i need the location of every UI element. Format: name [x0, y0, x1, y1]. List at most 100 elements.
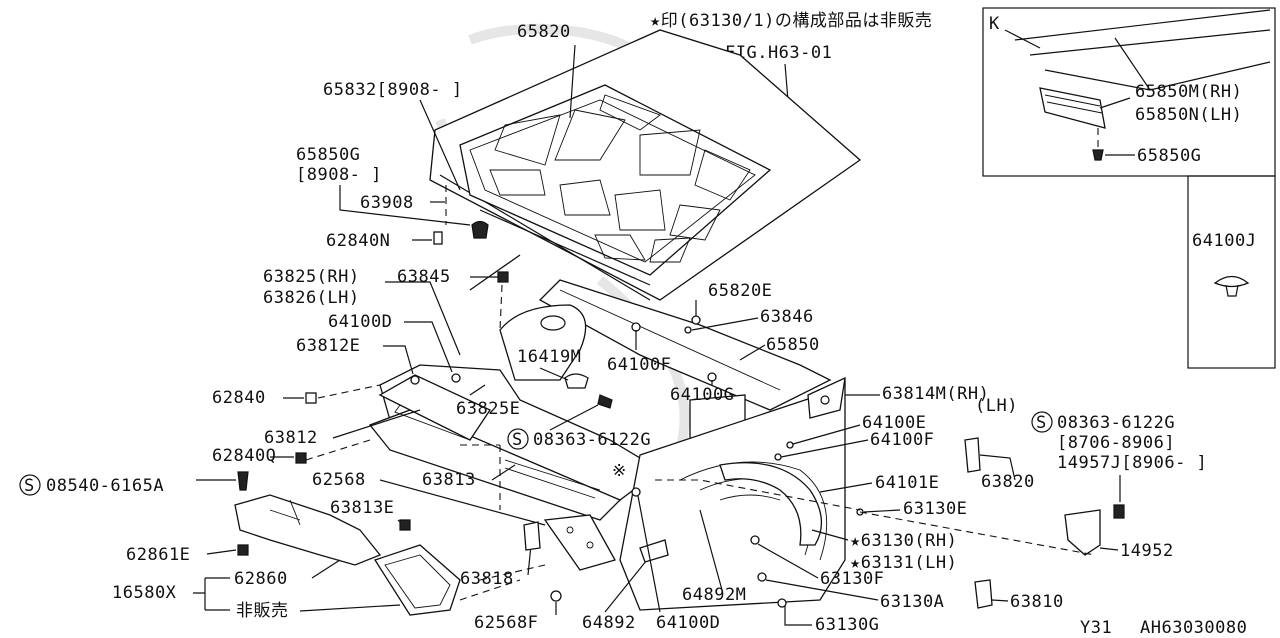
- label-62568f: 62568F: [474, 613, 538, 633]
- label-63820: 63820: [981, 472, 1035, 492]
- label-63825e: 63825E: [456, 399, 520, 419]
- label-64892: 64892: [582, 613, 636, 633]
- label-63814m: 63814M(RH): [882, 384, 989, 404]
- label-08363-date: [8706-8906]: [1057, 433, 1175, 453]
- s-symbol-right-icon: [1031, 411, 1053, 433]
- label-64100e: 64100E: [862, 413, 926, 433]
- bolt-08363-right-part: [1113, 504, 1125, 519]
- label-63826: 63826(LH): [263, 288, 360, 308]
- s-symbol-mid: S: [512, 430, 523, 450]
- label-65850g: 65850G: [296, 145, 360, 165]
- label-65850g-date: [8908- ]: [296, 165, 382, 185]
- clip-63812e-part: [410, 375, 420, 385]
- label-63814m-lh: (LH): [975, 396, 1018, 416]
- label-08363-right: 08363-6122G: [1057, 413, 1175, 433]
- label-63825: 63825(RH): [263, 267, 360, 287]
- label-64100j: 64100J: [1192, 231, 1256, 251]
- label-63131: ★63131(LH): [850, 553, 957, 573]
- label-62860: 62860: [234, 569, 288, 589]
- clip-64100e-part: [786, 441, 794, 449]
- fig-reference: FIG.H63-01: [725, 43, 832, 63]
- bracket-64892-part: [639, 539, 669, 563]
- s-symbol-icon: [507, 428, 529, 450]
- label-63130e: 63130E: [903, 499, 967, 519]
- s-symbol-left-icon: [19, 474, 41, 496]
- bumper-62840n-part: [433, 231, 443, 245]
- label-08363-mid: 08363-6122G: [533, 430, 651, 450]
- label-14952: 14952: [1120, 541, 1174, 561]
- label-63818: 63818: [460, 569, 514, 589]
- clip-65850g-part: [1092, 149, 1104, 161]
- label-63130: ★63130(RH): [850, 531, 957, 551]
- clip-64100g-part: [707, 372, 717, 382]
- weatherstrip-part: [1039, 87, 1106, 129]
- clip-64100j-part: [1213, 275, 1250, 288]
- bracket-63810-part: [974, 579, 993, 609]
- bracket-63814m-part: [807, 376, 846, 419]
- bracket-63820-part: [964, 437, 981, 473]
- bolt-08540-part: [237, 471, 249, 491]
- clip-63130f-part: [750, 535, 760, 545]
- washer-tank-part: [499, 304, 587, 381]
- bracket-14952-part: [1064, 509, 1101, 556]
- label-63812e: 63812E: [296, 336, 360, 356]
- bracket-62568-part: [543, 514, 616, 571]
- label-08540: 08540-6165A: [46, 476, 164, 496]
- air-duct-62860-part: [234, 494, 382, 566]
- clip-64100f-right-part: [774, 453, 782, 461]
- clip-63813e-part: [399, 519, 411, 531]
- hose-16419m-part: [564, 373, 589, 389]
- footer-code: AH63030080: [1140, 618, 1247, 638]
- s-symbol-right: S: [1036, 413, 1047, 433]
- label-65820e: 65820E: [708, 281, 772, 301]
- label-62861e: 62861E: [126, 545, 190, 565]
- clip-63130g-part: [777, 598, 787, 608]
- reference-mark: ※: [612, 461, 627, 481]
- label-62568: 62568: [312, 470, 366, 490]
- clip-62840q-part: [295, 452, 307, 464]
- label-62840q: 62840Q: [212, 446, 276, 466]
- clip-64100f-part: [631, 322, 641, 332]
- label-63845: 63845: [397, 267, 451, 287]
- label-65850m: 65850M(RH): [1135, 82, 1242, 102]
- clip-65820e-part: [691, 315, 701, 325]
- clip-63846-part: [684, 326, 692, 334]
- label-65850n: 65850N(LH): [1135, 105, 1242, 125]
- label-63810: 63810: [1010, 592, 1064, 612]
- label-65850: 65850: [766, 335, 820, 355]
- bolt-08363-part: [597, 394, 613, 409]
- label-64100f-center: 64100F: [607, 355, 671, 375]
- label-64100f-right: 64100F: [870, 430, 934, 450]
- label-64100d-top: 64100D: [328, 312, 392, 332]
- air-duct-16580x-part: [374, 544, 461, 616]
- bumper-65850g-part: [471, 220, 489, 239]
- label-64100d-bottom: 64100D: [656, 613, 720, 633]
- clip-62568f-part: [550, 590, 562, 602]
- inset-k-letter: K: [989, 14, 1000, 34]
- clip-64100d-bottom-part: [631, 487, 641, 497]
- label-63130f: 63130F: [820, 569, 884, 589]
- label-62840: 62840: [212, 388, 266, 408]
- label-63130a: 63130A: [880, 592, 944, 612]
- clip-62840-part: [305, 392, 317, 404]
- label-63813: 63813: [422, 470, 476, 490]
- bracket-63818-part: [523, 521, 541, 551]
- label-65850g-inset: 65850G: [1137, 146, 1201, 166]
- label-63812: 63812: [264, 428, 318, 448]
- hood-panel: [429, 29, 862, 301]
- label-14957j: 14957J[8906- ]: [1057, 453, 1207, 473]
- grille-63812-part: [378, 374, 491, 441]
- label-65820: 65820: [517, 22, 571, 42]
- fender-protector-part: [719, 462, 822, 546]
- clip-62861e-part: [237, 544, 249, 556]
- inset-k-box: K 65850M(RH) 65850N(LH) 65850G: [982, 7, 1276, 177]
- label-65832: 65832[8908- ]: [323, 80, 463, 100]
- footer-model: Y31: [1080, 618, 1112, 638]
- label-63908: 63908: [360, 193, 414, 213]
- label-16419m: 16419M: [517, 347, 581, 367]
- label-16580x: 16580X: [112, 583, 177, 603]
- label-63813e: 63813E: [330, 498, 394, 518]
- label-63846: 63846: [760, 307, 814, 327]
- label-64892m: 64892M: [682, 585, 746, 605]
